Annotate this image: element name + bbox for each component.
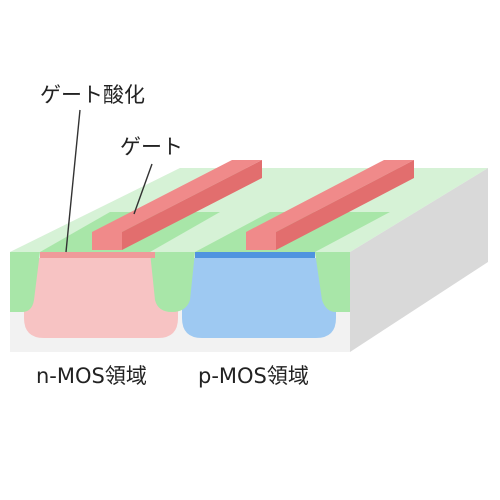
nmos-region-label: n-MOS領域 [36, 364, 147, 388]
pmos-gate-front [246, 232, 276, 250]
gate-oxide-leader-line [65, 109, 81, 253]
field-oxide-left [10, 252, 40, 312]
nmos-gate-side [122, 160, 262, 250]
n-well [24, 258, 178, 338]
gate-oxide-label: ゲート酸化 [40, 83, 145, 107]
p-well [182, 258, 336, 338]
nmos-gate-front [92, 232, 122, 250]
field-oxide-right [315, 252, 350, 312]
pmos-gate-side [276, 160, 414, 250]
pmos-gate-oxide [195, 252, 315, 258]
gate-label: ゲート [120, 135, 183, 159]
pmos-region-label: p-MOS領域 [198, 364, 309, 388]
pmos-gate-top [246, 160, 414, 232]
gate-leader-line [133, 163, 153, 215]
substrate-right-side [350, 168, 488, 352]
nmos-gate-oxide [40, 252, 155, 258]
field-oxide-middle [150, 252, 195, 312]
